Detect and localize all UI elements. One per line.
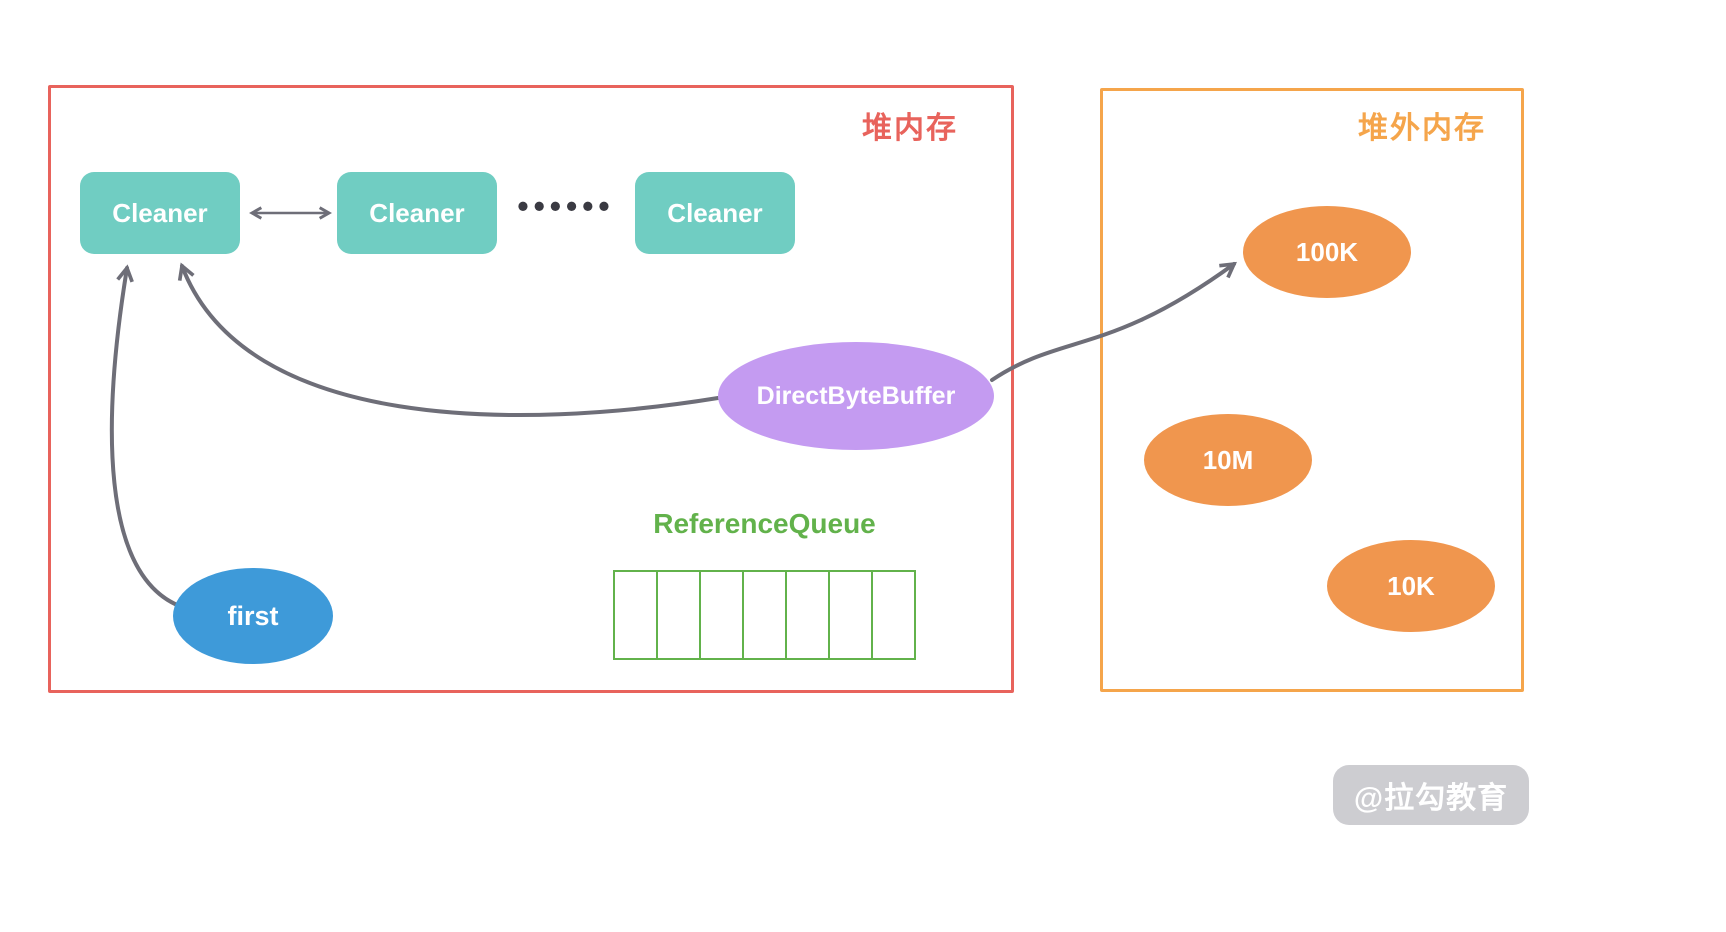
first-reference-node: first bbox=[173, 568, 333, 664]
offheap-block-10k: 10K bbox=[1327, 540, 1495, 632]
reference-queue-title: ReferenceQueue bbox=[653, 508, 876, 539]
queue-cell bbox=[613, 570, 658, 660]
heap-memory-label: 堆内存 bbox=[862, 112, 958, 145]
reference-queue bbox=[613, 570, 916, 660]
queue-cell bbox=[785, 570, 830, 660]
queue-cell bbox=[699, 570, 744, 660]
directbytebuffer-node: DirectByteBuffer bbox=[718, 342, 994, 450]
offheap-block-10m: 10M bbox=[1144, 414, 1312, 506]
cleaner-node-3: Cleaner bbox=[635, 172, 795, 254]
queue-cell bbox=[828, 570, 873, 660]
offheap-memory-label: 堆外内存 bbox=[1358, 112, 1486, 145]
cleaner-chain-ellipsis: •••••• bbox=[517, 188, 615, 224]
queue-cell bbox=[871, 570, 916, 660]
cleaner-node-2: Cleaner bbox=[337, 172, 497, 254]
watermark-badge: @拉勾教育 bbox=[1333, 765, 1529, 825]
cleaner-node-1: Cleaner bbox=[80, 172, 240, 254]
queue-cell bbox=[656, 570, 701, 660]
queue-cell bbox=[742, 570, 787, 660]
offheap-block-100k: 100K bbox=[1243, 206, 1411, 298]
